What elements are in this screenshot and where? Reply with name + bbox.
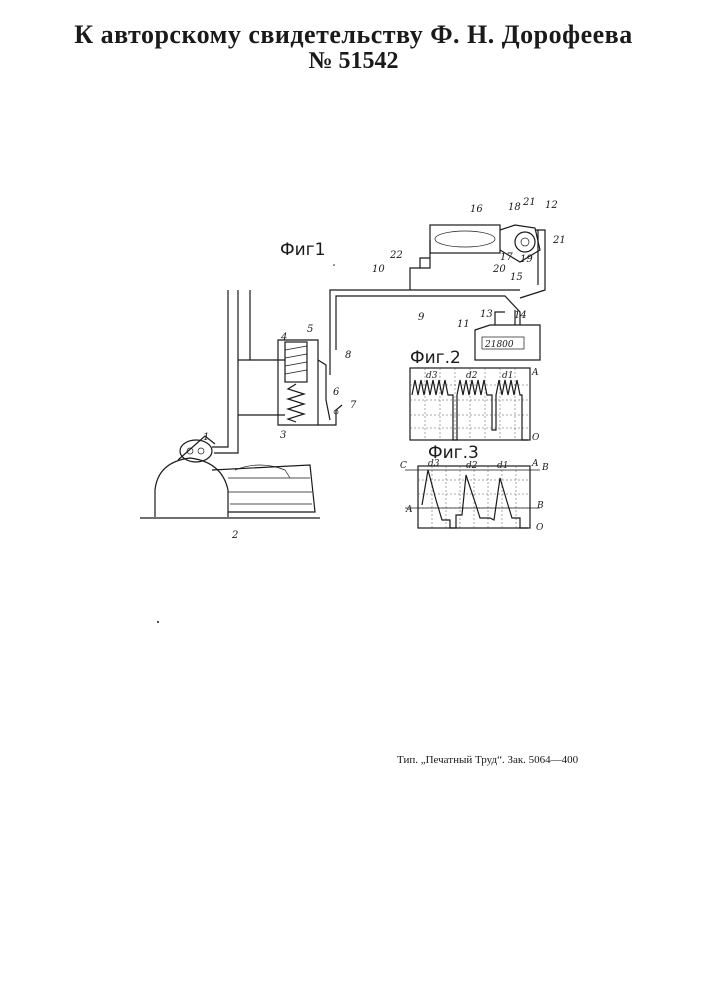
label-22: 22 [389, 250, 403, 261]
fig2-A: A [531, 368, 539, 378]
fig2-label: Фиг.2 [410, 348, 461, 368]
wire-a [212, 290, 228, 447]
contact-7 [318, 405, 342, 425]
label-14: 14 [514, 310, 527, 321]
trough-lines [228, 478, 312, 504]
drum-16 [430, 225, 500, 253]
label-15: 15 [510, 272, 523, 283]
label-10: 10 [372, 264, 385, 275]
label-7: 7 [350, 400, 357, 411]
stray-mark [157, 621, 159, 623]
wheel-19 [515, 232, 535, 252]
printer-imprint: Тип. „Печатный Труд“. Зак. 5064—400 [397, 754, 578, 766]
fig3-O: O [536, 523, 544, 533]
fig2-O: O [532, 433, 540, 443]
stray-mark-2 [333, 264, 335, 266]
motor-1-hub-b [198, 448, 204, 454]
label-13: 13 [480, 309, 493, 320]
figure-2: Фиг.2 d3 d2 d1 A O [410, 348, 540, 443]
label-20: 20 [492, 264, 506, 275]
label-8: 8 [345, 350, 351, 361]
label-12: 12 [545, 200, 558, 211]
fig1-label: Фиг1 [280, 240, 325, 260]
label-9: 9 [418, 312, 425, 323]
drum-16-inner [435, 231, 495, 247]
label-21-side: 21 [552, 235, 566, 246]
label-19: 19 [520, 254, 533, 265]
label-21-top: 21 [522, 197, 536, 208]
label-5: 5 [307, 324, 313, 335]
fig3-A-right: A [531, 459, 539, 469]
figure-1: Фиг1 [140, 197, 566, 541]
spring-3 [288, 384, 304, 422]
label-16: 16 [470, 204, 483, 215]
label-11: 11 [457, 319, 470, 330]
figure-3: Фиг.3 C d3 d2 d1 A B B A O [400, 443, 549, 533]
fig3-C: C [400, 461, 407, 471]
wire-b [214, 290, 238, 453]
fig3-B-top: B [541, 463, 549, 473]
label-18: 18 [508, 202, 521, 213]
fig3-d3: d3 [428, 459, 440, 469]
label-2: 2 [231, 530, 238, 541]
fig3-d2: d2 [466, 461, 478, 471]
counter-lead-13 [495, 312, 505, 325]
label-6: 6 [333, 387, 340, 398]
valve-22 [410, 258, 430, 290]
fig2-d3: d3 [426, 371, 438, 381]
label-3: 3 [280, 430, 286, 441]
valve-22b [420, 240, 430, 268]
fig2-d2: d2 [466, 371, 478, 381]
label-17: 17 [500, 252, 513, 263]
wheel-19-hub [521, 238, 529, 246]
solenoid-winding [285, 346, 307, 374]
counter-digits: 21800 [484, 340, 514, 350]
fig3-B: B [536, 501, 544, 511]
fig2-d1: d1 [502, 371, 514, 381]
wire-c [238, 290, 250, 360]
drum-body [155, 458, 228, 517]
fig3-A-left: A [405, 505, 413, 515]
label-1: 1 [203, 432, 209, 443]
label-4: 4 [280, 332, 287, 343]
fig3-d1: d1 [497, 461, 509, 471]
fig3-trace [422, 470, 528, 528]
lever-6 [318, 360, 330, 420]
